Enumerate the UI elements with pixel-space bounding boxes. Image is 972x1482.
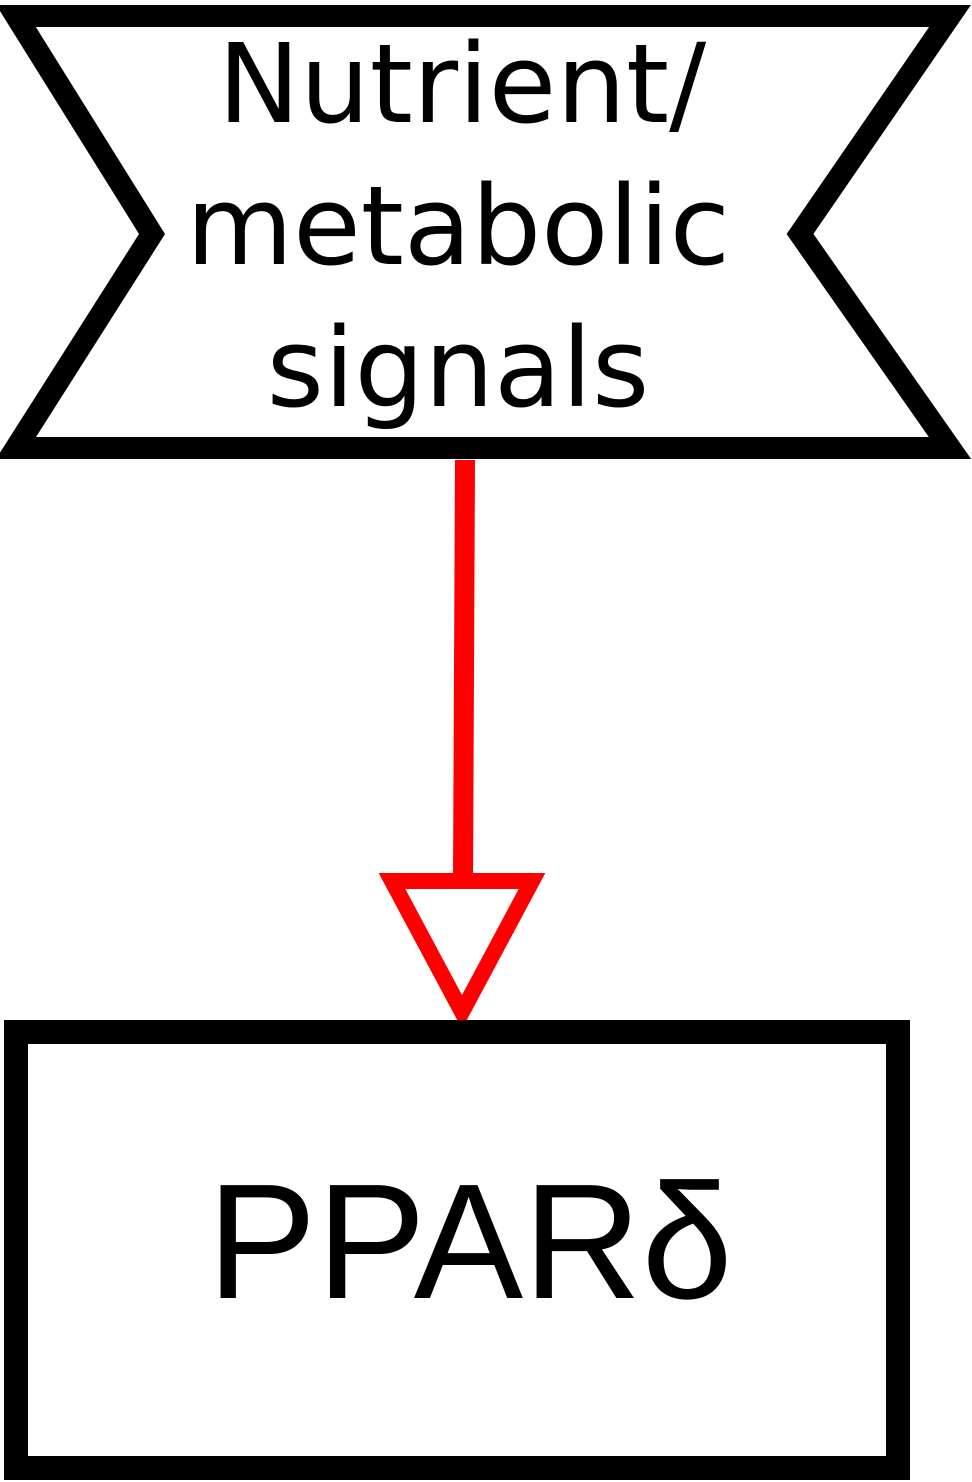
signal-label-line-3: signals [267,304,650,432]
target-node-box [4,1020,910,1480]
signal-label-line-1: Nutrient/ [218,20,707,148]
signal-node-shape [0,5,972,459]
target-node: PPARδ [4,1020,910,1480]
activation-arrow-shaft [453,459,475,881]
target-label: PPARδ [207,1150,733,1333]
signal-node: Nutrient/ metabolic signals [0,5,972,459]
open-triangle-arrowhead-icon [378,873,546,1029]
signal-label-line-2: metabolic [186,162,730,290]
activation-arrow [378,459,546,1029]
